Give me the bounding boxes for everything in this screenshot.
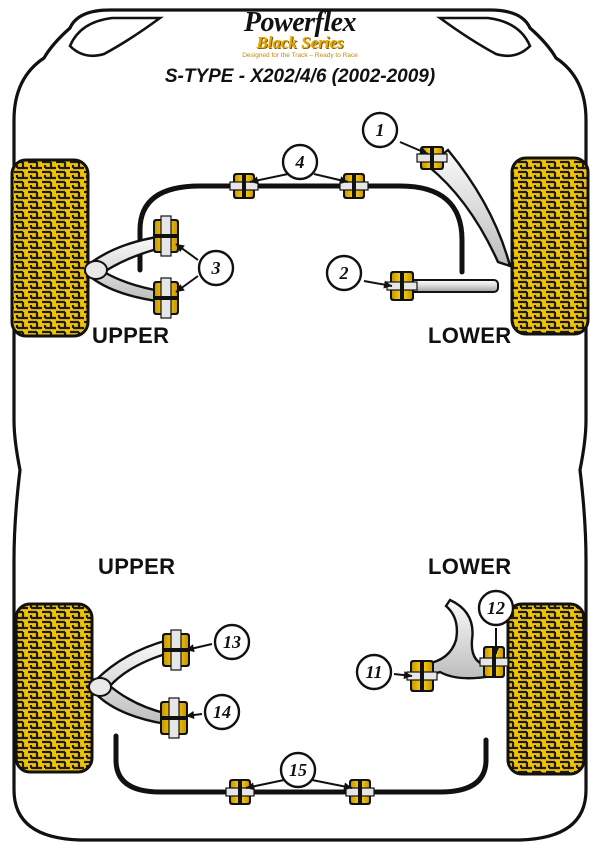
front-left-tyre (10, 158, 90, 338)
callout-number: 14 (213, 702, 231, 722)
callout-12: 12 (477, 589, 515, 654)
callout-13: 13 (185, 623, 251, 661)
right-front-arch (436, 16, 532, 58)
callout-number: 4 (295, 152, 305, 172)
arrowhead (186, 644, 195, 653)
callout-bubble (197, 249, 235, 287)
bush (160, 697, 188, 739)
rear-anti-roll-bar (113, 733, 489, 795)
callout-bubble (325, 254, 363, 292)
front-right-tyre (510, 156, 590, 336)
arrowhead (176, 284, 185, 292)
callout-number: 3 (211, 258, 221, 278)
rear-upper-wishbone (88, 638, 174, 726)
brand-name: Powerflex (243, 7, 357, 38)
callout-number: 1 (376, 120, 385, 140)
bush (162, 629, 190, 671)
arrowhead (343, 782, 352, 791)
callout-number: 15 (289, 760, 307, 780)
callout-2: 2 (325, 254, 393, 292)
rear-upper-label: UPPER (98, 554, 176, 579)
callout-14: 14 (185, 693, 241, 731)
bush (225, 779, 255, 805)
bush (386, 271, 418, 301)
arrowhead (492, 646, 500, 654)
page-title: S-TYPE - X202/4/6 (2002-2009) (164, 66, 436, 87)
bush (153, 277, 179, 319)
callout-15: 15 (245, 751, 353, 791)
arrowhead (419, 147, 428, 155)
callout-3: 3 (175, 243, 235, 293)
car-body-outline (12, 8, 588, 842)
rear-lower-label: LOWER (428, 554, 512, 579)
callout-1: 1 (361, 111, 429, 155)
callout-bubble (213, 623, 251, 661)
arrowhead (403, 671, 412, 680)
powerflex-logo: Powerflex Black Series Designed for the … (214, 8, 386, 64)
callout-4: 4 (249, 143, 349, 185)
bushes-layer (153, 146, 509, 805)
arrowhead (339, 176, 348, 185)
brand-series: Black Series (256, 33, 344, 52)
bush (406, 660, 438, 692)
callout-bubble (355, 653, 393, 691)
arrowhead (246, 782, 255, 791)
bush (229, 173, 259, 199)
front-upper-label: UPPER (92, 323, 170, 348)
bush (153, 215, 179, 257)
callout-bubble (279, 751, 317, 789)
rear-lower-arm (424, 598, 494, 680)
callout-number: 13 (223, 632, 241, 652)
callout-bubble (281, 143, 319, 181)
front-lower-arm (426, 148, 512, 268)
bush (479, 646, 509, 678)
brand-tagline: Designed for the Track – Ready to Race (242, 52, 358, 59)
rear-right-tyre (506, 602, 586, 776)
bush (345, 779, 375, 805)
callout-number: 12 (487, 598, 505, 618)
front-tension-rod (403, 279, 499, 293)
callout-bubble (361, 111, 399, 149)
front-anti-roll-bar (137, 183, 465, 275)
arrowhead (176, 244, 185, 252)
callout-11: 11 (355, 653, 413, 691)
arrowhead (383, 280, 392, 289)
arrowhead (250, 176, 259, 185)
callout-bubble (477, 589, 515, 627)
callout-number: 2 (339, 263, 349, 283)
front-upper-wishbone (84, 234, 170, 304)
arrowhead (186, 711, 195, 719)
callout-number: 11 (365, 662, 382, 682)
bush (339, 173, 369, 199)
left-front-arch (68, 16, 164, 58)
rear-left-tyre (14, 602, 94, 774)
front-lower-label: LOWER (428, 323, 512, 348)
callout-bubble (203, 693, 241, 731)
